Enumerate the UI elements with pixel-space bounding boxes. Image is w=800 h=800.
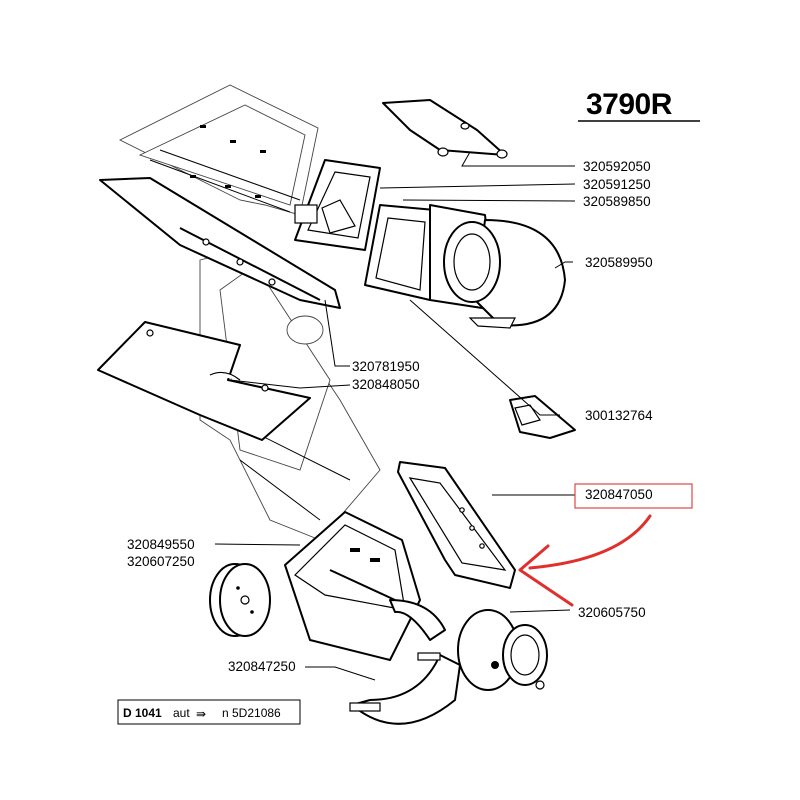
footer-suffix: n 5D21086 <box>222 706 281 720</box>
label-320847050: 320847050 <box>585 487 653 502</box>
part-320605750-fan-cover <box>457 609 548 691</box>
label-320848050: 320848050 <box>352 377 420 392</box>
part-320781950-rail <box>99 177 341 309</box>
part-320591250-gasket <box>294 159 381 251</box>
label-320589950: 320589950 <box>585 255 653 270</box>
highlight-arrow <box>518 514 652 607</box>
label-300132764: 300132764 <box>585 408 653 423</box>
label-320847250: 320847250 <box>228 659 296 674</box>
footer-box <box>117 699 301 725</box>
footer-code: D 1041 <box>123 706 162 720</box>
label-320605750: 320605750 <box>578 605 646 620</box>
part-320848050-plate <box>97 321 311 441</box>
part-320592050-plate <box>382 99 508 159</box>
leader-lines <box>214 151 576 681</box>
label-320607250: 320607250 <box>127 554 195 569</box>
label-320849550: 320849550 <box>127 537 195 552</box>
highlight-box <box>574 483 693 509</box>
diagram-title: 3790R <box>586 88 673 121</box>
part-300132764-bracket <box>509 395 576 439</box>
footer-text: aut <box>173 706 190 720</box>
footer-arrow-icon: ⇛ <box>196 707 206 721</box>
part-320589950-fan-housing <box>443 219 566 329</box>
label-320781950: 320781950 <box>352 359 420 374</box>
part-320607250-pulley <box>209 563 271 637</box>
part-320849550-box <box>284 511 446 661</box>
label-320591250: 320591250 <box>583 177 651 192</box>
background-frame-upper <box>118 84 319 216</box>
part-320847050-bracket <box>397 461 516 589</box>
label-320589850: 320589850 <box>583 194 651 209</box>
part-320847250-shell <box>349 652 461 725</box>
label-320592050: 320592050 <box>583 159 651 174</box>
